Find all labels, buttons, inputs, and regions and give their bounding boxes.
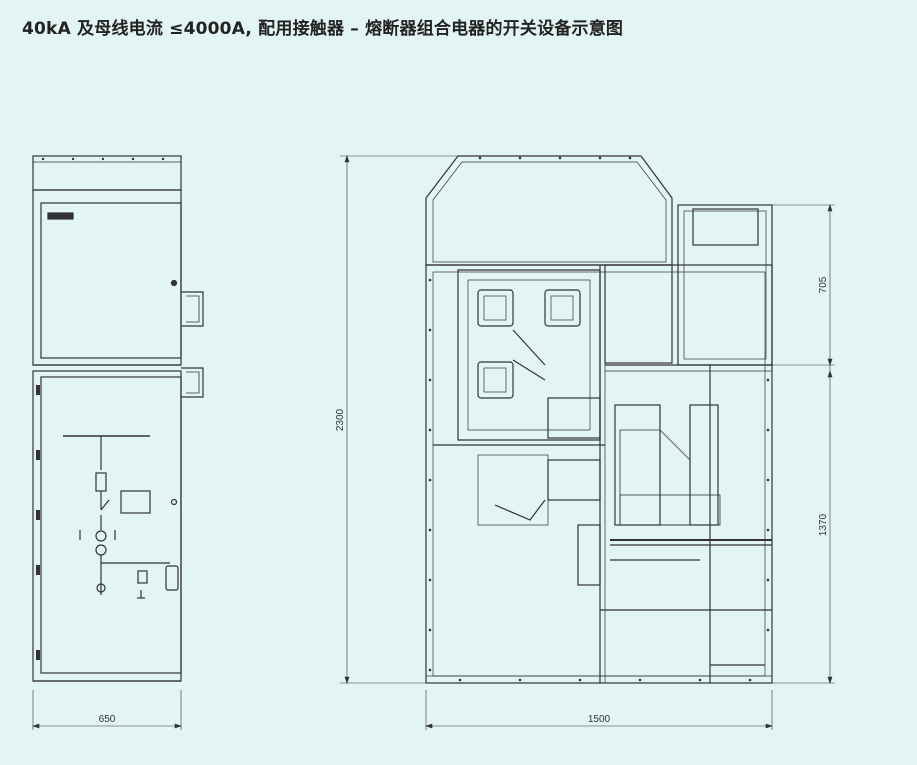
- dim-lv-height: 705: [818, 276, 829, 293]
- dim-side-depth: 1500: [588, 714, 611, 725]
- lower-door: [40, 376, 182, 674]
- dim-lower-height: 1370: [818, 513, 829, 536]
- lv-door: [40, 202, 182, 359]
- front-view: [32, 155, 204, 682]
- page-title: 40kA 及母线电流 ≤4000A, 配用接触器 – 熔断器组合电器的开关设备示…: [22, 19, 624, 39]
- dim-total-height: 2300: [335, 408, 346, 431]
- front-width-dimension: [32, 690, 182, 730]
- dim-front-width: 650: [99, 714, 116, 725]
- side-dimensions: [340, 155, 835, 730]
- side-view: [425, 155, 773, 684]
